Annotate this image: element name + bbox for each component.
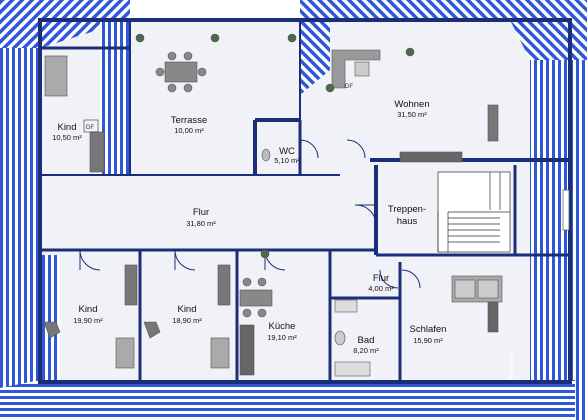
room-name-treppenhaus: Treppen- bbox=[388, 204, 426, 215]
room-name-wohnen: Wohnen bbox=[394, 99, 429, 110]
room-area-schlafen: 15,90 m² bbox=[413, 336, 443, 345]
room-name-schlafen: Schlafen bbox=[410, 324, 447, 335]
furniture bbox=[43, 33, 503, 377]
room-area-wc: 5,10 m² bbox=[274, 156, 300, 165]
room-area-flur-small: 4,00 m² bbox=[368, 284, 394, 293]
room-area-kind-3: 18,90 m² bbox=[172, 316, 202, 325]
room-name-kueche: Küche bbox=[269, 321, 296, 332]
room-name-flur: Flur bbox=[193, 207, 209, 218]
room-area-kind-2: 19,90 m² bbox=[73, 316, 103, 325]
df-marker bbox=[83, 119, 99, 133]
room-area-flur: 31,80 m² bbox=[186, 219, 216, 228]
window bbox=[562, 189, 570, 231]
room-name-kind-2: Kind bbox=[78, 304, 97, 315]
room-area-bad: 8,20 m² bbox=[353, 346, 379, 355]
room-name-bad: Bad bbox=[358, 335, 375, 346]
watermark: MoGrundrisse bbox=[509, 348, 515, 380]
room-name-treppenhaus-2: haus bbox=[397, 216, 418, 227]
room-name-kind-3: Kind bbox=[177, 304, 196, 315]
room-name-kind: Kind bbox=[57, 122, 76, 133]
room-area-kueche: 19,10 m² bbox=[267, 333, 297, 342]
room-area-kind: 10,50 m² bbox=[52, 133, 82, 142]
staircase bbox=[437, 171, 511, 253]
room-area-wohnen: 31,50 m² bbox=[397, 110, 427, 119]
room-area-terrasse: 10,00 m² bbox=[174, 126, 204, 135]
room-name-flur-small: Flur bbox=[373, 273, 389, 284]
room-name-wc: WC bbox=[279, 146, 295, 157]
walls bbox=[38, 18, 572, 384]
room-name-terrasse: Terrasse bbox=[171, 115, 207, 126]
df-label: DF bbox=[345, 84, 353, 90]
terrace-floor bbox=[130, 20, 300, 175]
df-label: DF bbox=[86, 125, 94, 131]
